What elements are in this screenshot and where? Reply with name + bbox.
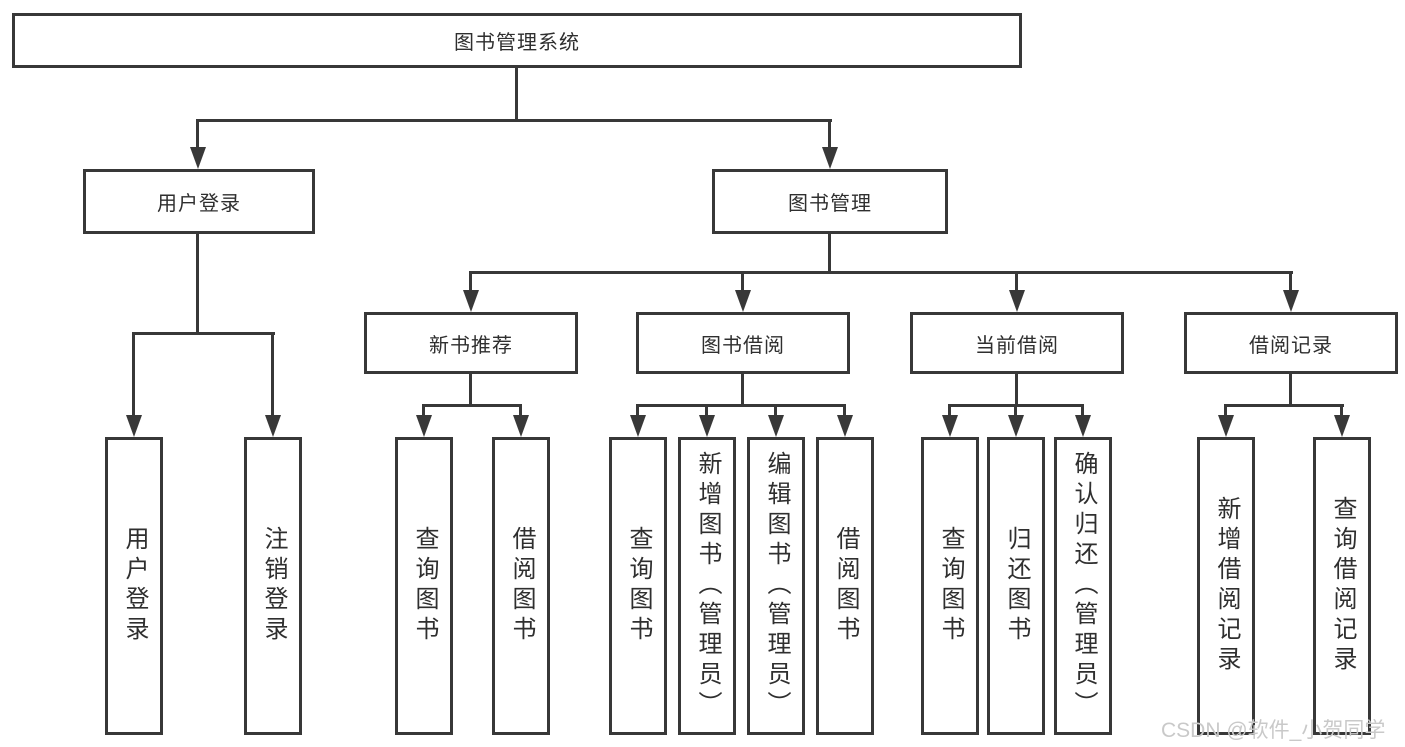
- connector: [271, 332, 274, 417]
- node-library-system: 图书管理系统: [12, 13, 1022, 68]
- node-leaf-query-books-recommend: 查询图书: [395, 437, 453, 735]
- node-leaf-query-borrow-record: 查询借阅记录: [1313, 437, 1371, 735]
- node-leaf-edit-books-admin: 编辑图书（管理员）: [747, 437, 805, 735]
- connector: [1340, 404, 1343, 418]
- node-label: 新增图书（管理员）: [694, 451, 721, 721]
- node-borrowing-records: 借阅记录: [1184, 312, 1398, 374]
- arrowhead-icon: [735, 290, 751, 312]
- arrowhead-icon: [630, 415, 646, 437]
- node-book-management: 图书管理: [712, 169, 948, 234]
- connector: [705, 404, 708, 418]
- arrowhead-icon: [416, 415, 432, 437]
- connector: [741, 271, 744, 292]
- connector: [1289, 374, 1292, 407]
- connector: [132, 332, 135, 417]
- node-label: 新增借阅记录: [1213, 496, 1240, 676]
- connector: [422, 404, 522, 407]
- arrowhead-icon: [1075, 415, 1091, 437]
- arrowhead-icon: [768, 415, 784, 437]
- csdn-watermark: CSDN @软件_小贺同学: [1161, 719, 1386, 742]
- arrowhead-icon: [942, 415, 958, 437]
- node-leaf-query-books-current: 查询图书: [921, 437, 979, 735]
- arrowhead-icon: [822, 147, 838, 169]
- arrowhead-icon: [1334, 415, 1350, 437]
- connector: [741, 374, 744, 407]
- arrowhead-icon: [837, 415, 853, 437]
- connector: [1015, 374, 1018, 407]
- arrowhead-icon: [463, 290, 479, 312]
- arrowhead-icon: [1009, 290, 1025, 312]
- connector: [422, 404, 425, 418]
- connector: [843, 404, 846, 418]
- connector: [1015, 271, 1018, 292]
- connector: [1224, 404, 1344, 407]
- connector: [948, 404, 951, 418]
- connector: [828, 234, 831, 274]
- arrowhead-icon: [190, 147, 206, 169]
- node-label: 借阅图书: [832, 526, 859, 646]
- node-label: 查询图书: [625, 526, 652, 646]
- connector: [196, 119, 199, 150]
- node-label: 用户登录: [121, 526, 148, 646]
- node-label: 注销登录: [260, 526, 287, 646]
- arrowhead-icon: [1218, 415, 1234, 437]
- node-leaf-confirm-return-admin: 确认归还（管理员）: [1054, 437, 1112, 735]
- connector: [1014, 404, 1017, 418]
- node-leaf-add-books-admin: 新增图书（管理员）: [678, 437, 736, 735]
- connector: [774, 404, 777, 418]
- node-label: 查询图书: [937, 526, 964, 646]
- node-leaf-borrow-books-recommend: 借阅图书: [492, 437, 550, 735]
- arrowhead-icon: [1008, 415, 1024, 437]
- node-leaf-return-books: 归还图书: [987, 437, 1045, 735]
- node-leaf-add-borrow-record: 新增借阅记录: [1197, 437, 1255, 735]
- connector: [469, 271, 472, 292]
- node-current-borrowing: 当前借阅: [910, 312, 1124, 374]
- connector: [636, 404, 639, 418]
- node-book-borrowing: 图书借阅: [636, 312, 850, 374]
- connector: [469, 271, 1293, 274]
- arrowhead-icon: [699, 415, 715, 437]
- node-label: 借阅图书: [508, 526, 535, 646]
- connector: [132, 332, 275, 335]
- arrowhead-icon: [265, 415, 281, 437]
- node-label: 归还图书: [1003, 526, 1030, 646]
- node-label: 查询借阅记录: [1329, 496, 1356, 676]
- connector: [1081, 404, 1084, 418]
- node-leaf-query-books-borrowing: 查询图书: [609, 437, 667, 735]
- connector: [196, 234, 199, 335]
- connector: [196, 119, 832, 122]
- node-leaf-user-login: 用户登录: [105, 437, 163, 735]
- arrowhead-icon: [1283, 290, 1299, 312]
- node-label: 确认归还（管理员）: [1070, 451, 1097, 721]
- node-user-login: 用户登录: [83, 169, 315, 234]
- connector: [828, 119, 831, 150]
- connector: [1224, 404, 1227, 418]
- node-label: 查询图书: [411, 526, 438, 646]
- connector: [515, 68, 518, 121]
- node-leaf-borrow-books: 借阅图书: [816, 437, 874, 735]
- connector: [519, 404, 522, 418]
- node-leaf-logout: 注销登录: [244, 437, 302, 735]
- connector: [1289, 271, 1292, 292]
- node-label: 编辑图书（管理员）: [763, 451, 790, 721]
- connector: [469, 374, 472, 407]
- node-new-book-recommend: 新书推荐: [364, 312, 578, 374]
- arrowhead-icon: [126, 415, 142, 437]
- arrowhead-icon: [513, 415, 529, 437]
- connector: [636, 404, 846, 407]
